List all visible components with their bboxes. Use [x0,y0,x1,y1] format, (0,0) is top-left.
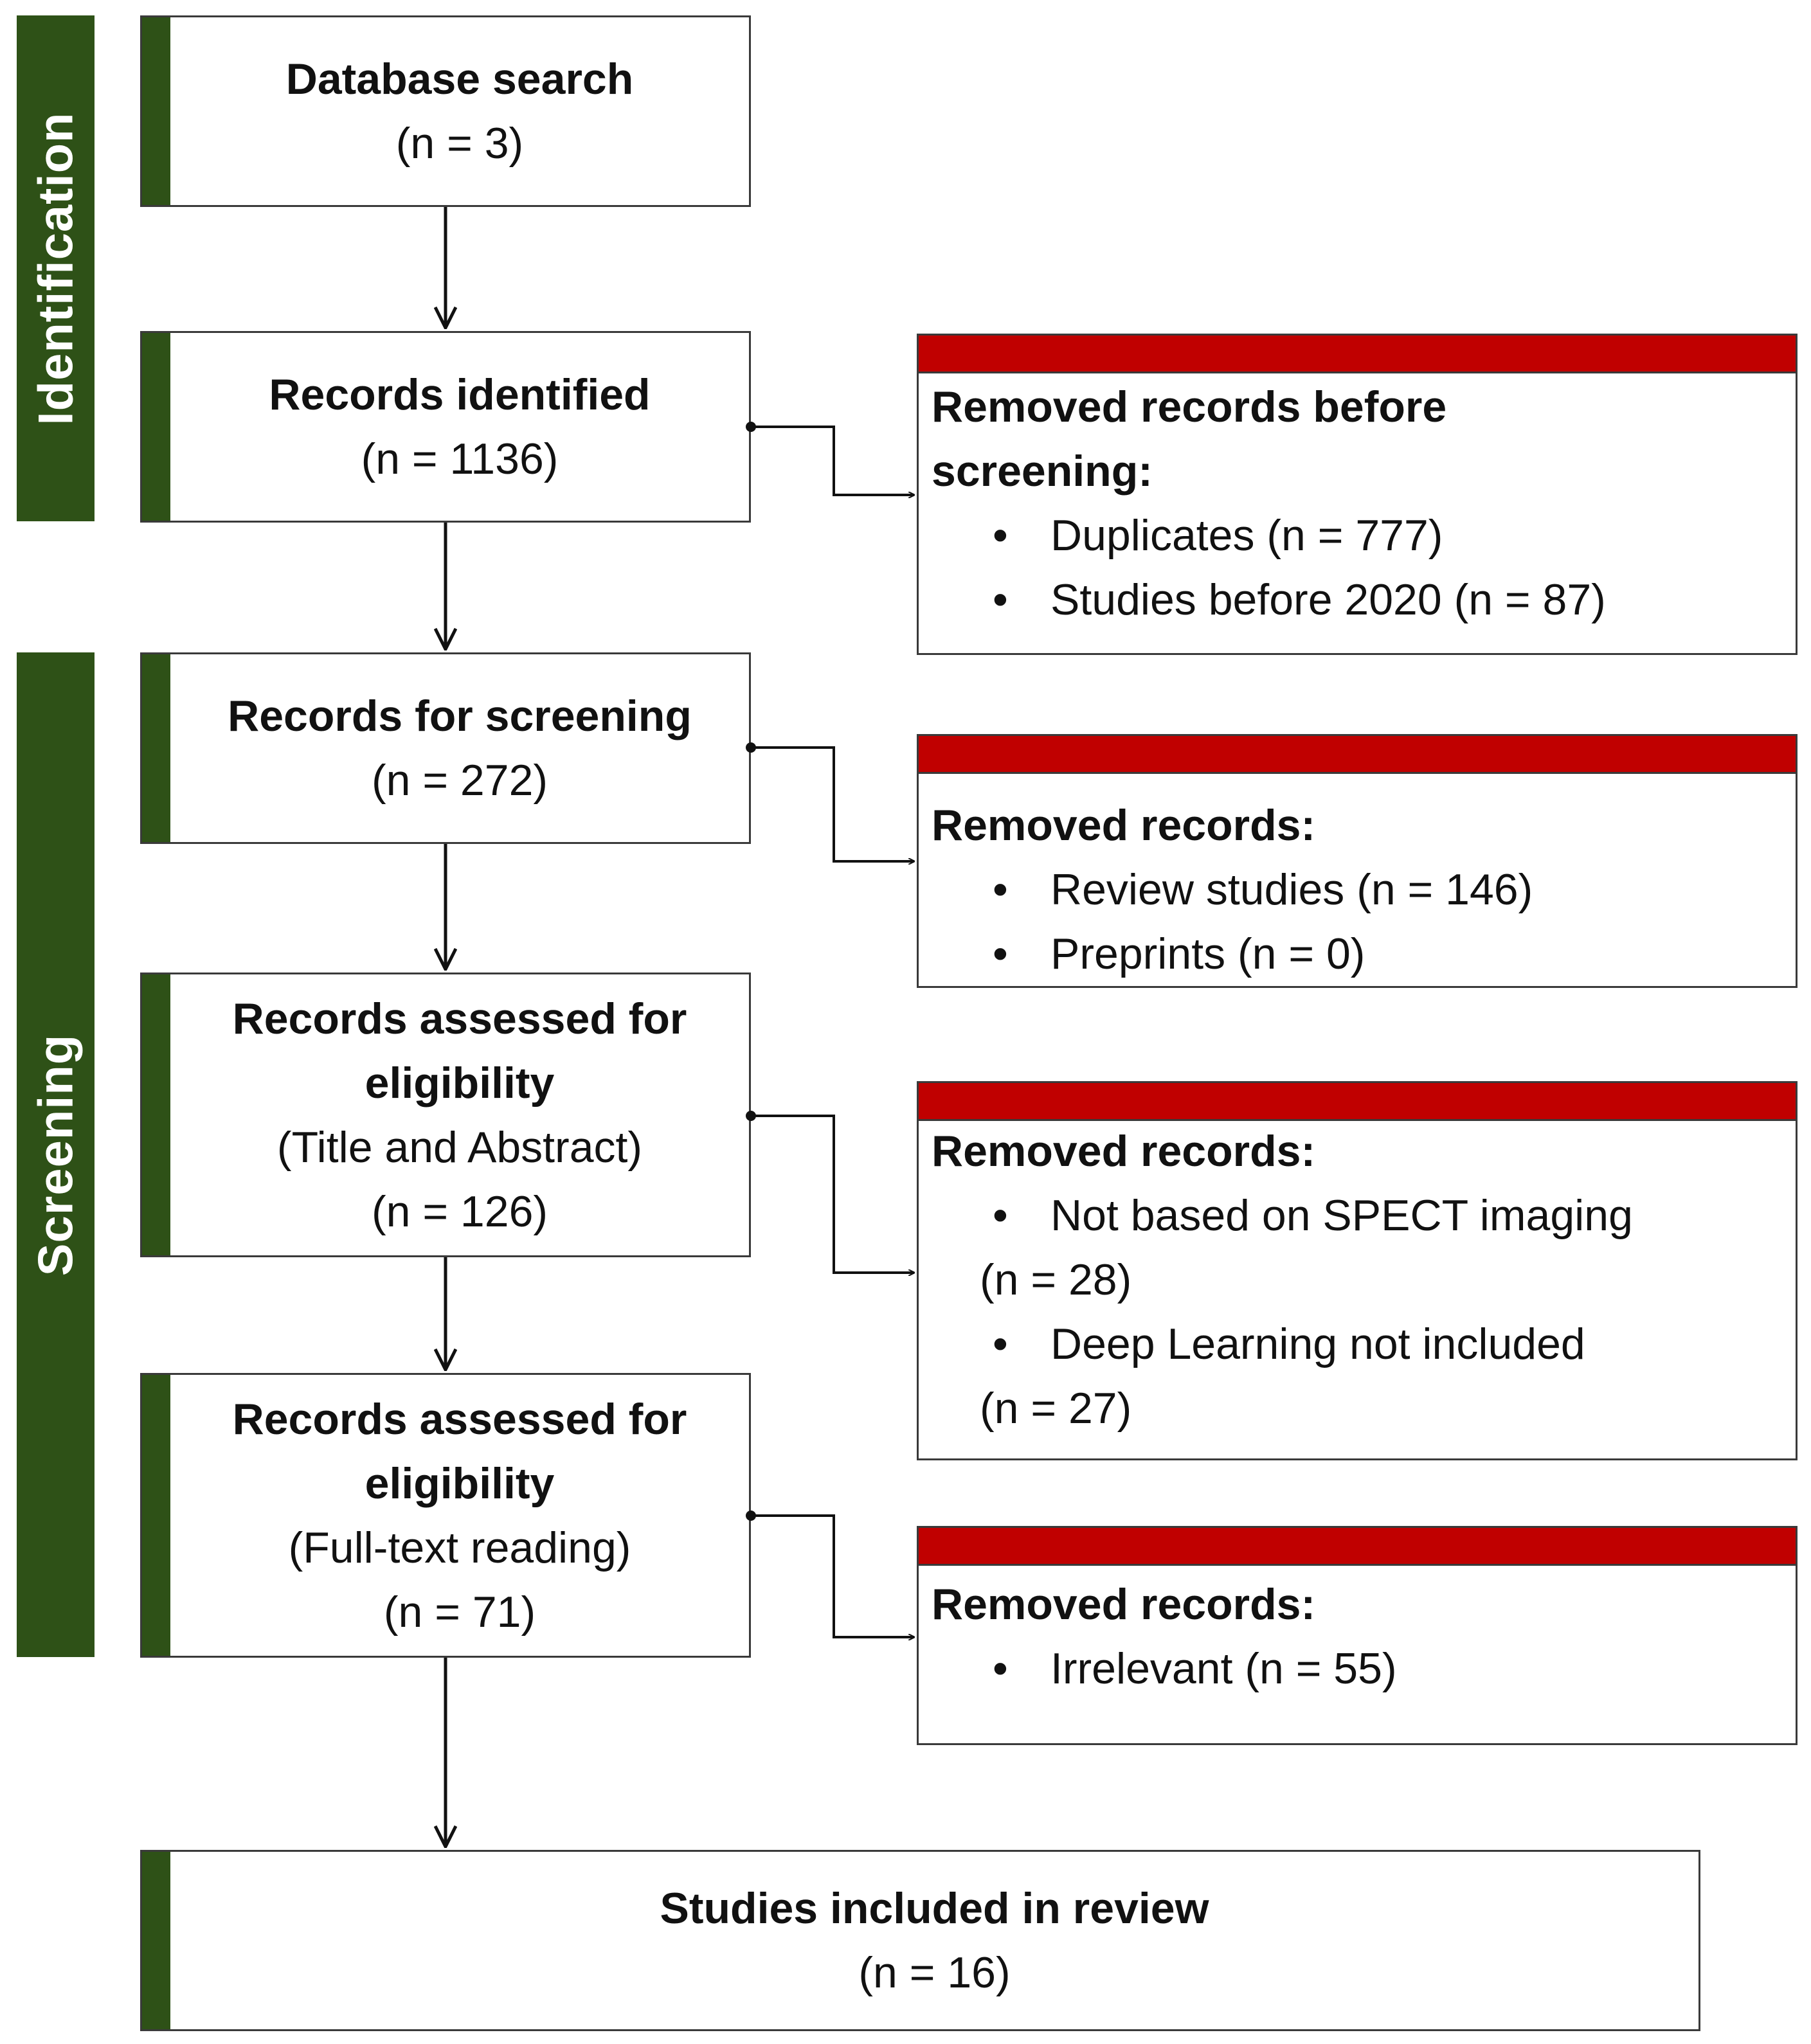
studies-included-title: Studies included in review [660,1884,1209,1933]
assessed-full-text-title-1: Records assessed for [232,1394,687,1444]
removed-screening-band [919,736,1796,774]
removed-screening-box: Removed records: •Review studies (n = 14… [917,734,1797,988]
removed-screening-heading: Removed records: [932,801,1316,850]
removed-eligibility-full-list: •Irrelevant (n = 55) [932,1636,1789,1701]
removed-before-screening-box: Removed records before screening: •Dupli… [917,334,1797,655]
removed-eligibility-title-heading: Removed records: [932,1127,1316,1176]
records-screening-box: Records for screening (n = 272) [140,652,751,844]
removed-eligibility-title-list: •Not based on SPECT imaging(n = 28) •Dee… [932,1183,1789,1440]
assessed-title-abstract-title-2: eligibility [365,1058,555,1107]
list-item: •Preprints (n = 0) [993,929,1365,978]
removed-eligibility-full-heading: Removed records: [932,1580,1316,1629]
records-identified-count: (n = 1136) [361,435,559,483]
removed-screening-list: •Review studies (n = 146) •Preprints (n … [932,857,1789,986]
assessed-full-text-box: Records assessed for eligibility (Full-t… [140,1373,751,1658]
list-item: •Review studies (n = 146) [993,865,1533,914]
assessed-title-abstract-box: Records assessed for eligibility (Title … [140,973,751,1257]
connector-fulltext-to-removed [751,1514,914,1637]
removed-eligibility-full-band [919,1528,1796,1566]
assessed-title-abstract-subtitle: (Title and Abstract) [276,1122,643,1172]
list-item: •Irrelevant (n = 55) [993,1644,1397,1693]
removed-before-screening-heading-2: screening: [932,447,1153,496]
removed-before-screening-list: •Duplicates (n = 777) •Studies before 20… [932,503,1789,632]
removed-before-screening-heading-1: Removed records before [932,382,1447,431]
list-item: •Studies before 2020 (n = 87) [993,575,1606,624]
connector-screening-to-removed [751,746,914,861]
studies-included-count: (n = 16) [858,1948,1011,1997]
database-search-box: Database search (n = 3) [140,15,751,207]
studies-included-box: Studies included in review (n = 16) [140,1850,1700,2031]
assessed-title-abstract-title-1: Records assessed for [232,994,687,1043]
connector-assessed-to-removed [751,1115,914,1273]
connector-identified-to-removed [751,426,914,495]
removed-eligibility-title-band [919,1083,1796,1121]
database-search-count: (n = 3) [395,119,524,168]
records-identified-title: Records identified [269,370,651,419]
phase-identification: Identification [17,15,95,521]
removed-eligibility-full-box: Removed records: •Irrelevant (n = 55) [917,1526,1797,1745]
assessed-title-abstract-count: (n = 126) [371,1187,548,1236]
records-screening-title: Records for screening [228,692,692,740]
list-item: •Duplicates (n = 777) [993,511,1443,560]
removed-before-screening-band [919,336,1796,373]
assessed-full-text-count: (n = 71) [383,1587,536,1636]
database-search-title: Database search [285,55,634,103]
list-item: •Deep Learning not included(n = 27) [980,1320,1585,1433]
list-item: •Not based on SPECT imaging(n = 28) [980,1191,1633,1304]
assessed-full-text-title-2: eligibility [365,1458,555,1508]
phase-screening: Screening [17,652,95,1657]
removed-eligibility-title-box: Removed records: •Not based on SPECT ima… [917,1081,1797,1460]
assessed-full-text-subtitle: (Full-text reading) [288,1523,631,1572]
records-screening-count: (n = 272) [371,756,548,805]
